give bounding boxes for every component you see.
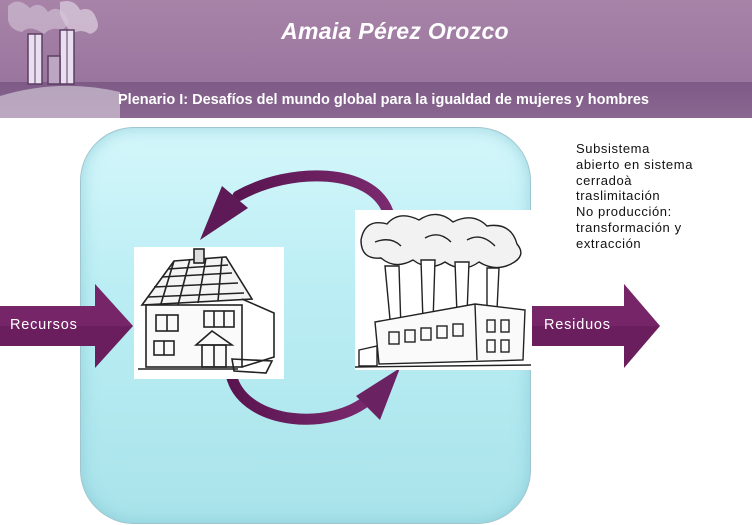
- household-illustration: [134, 247, 284, 379]
- session-subtitle: Plenario I: Desafíos del mundo global pa…: [118, 92, 649, 108]
- house-icon: [138, 248, 275, 374]
- note-line: cerradoà: [576, 172, 633, 188]
- factory-illustration: [355, 210, 532, 370]
- subsystem-note: Subsistema abierto en sistema cerradoà t…: [576, 141, 746, 252]
- note-line: transformación y: [576, 219, 682, 235]
- waste-label: Residuos: [544, 317, 611, 333]
- factory-logo-icon: [0, 1, 120, 118]
- factory-icon: [355, 213, 532, 368]
- note-line: Subsistema: [576, 141, 650, 156]
- note-line: traslimitación: [576, 188, 661, 204]
- note-line: No producción:: [576, 204, 672, 220]
- note-line: abierto en sistema: [576, 156, 694, 172]
- header-subtitle-band: [0, 82, 752, 118]
- resources-label: Recursos: [10, 317, 78, 333]
- input-arrow: [0, 284, 133, 368]
- output-arrow: [532, 284, 660, 368]
- note-line: extracción: [576, 235, 642, 251]
- presenter-title: Amaia Pérez Orozco: [281, 18, 509, 44]
